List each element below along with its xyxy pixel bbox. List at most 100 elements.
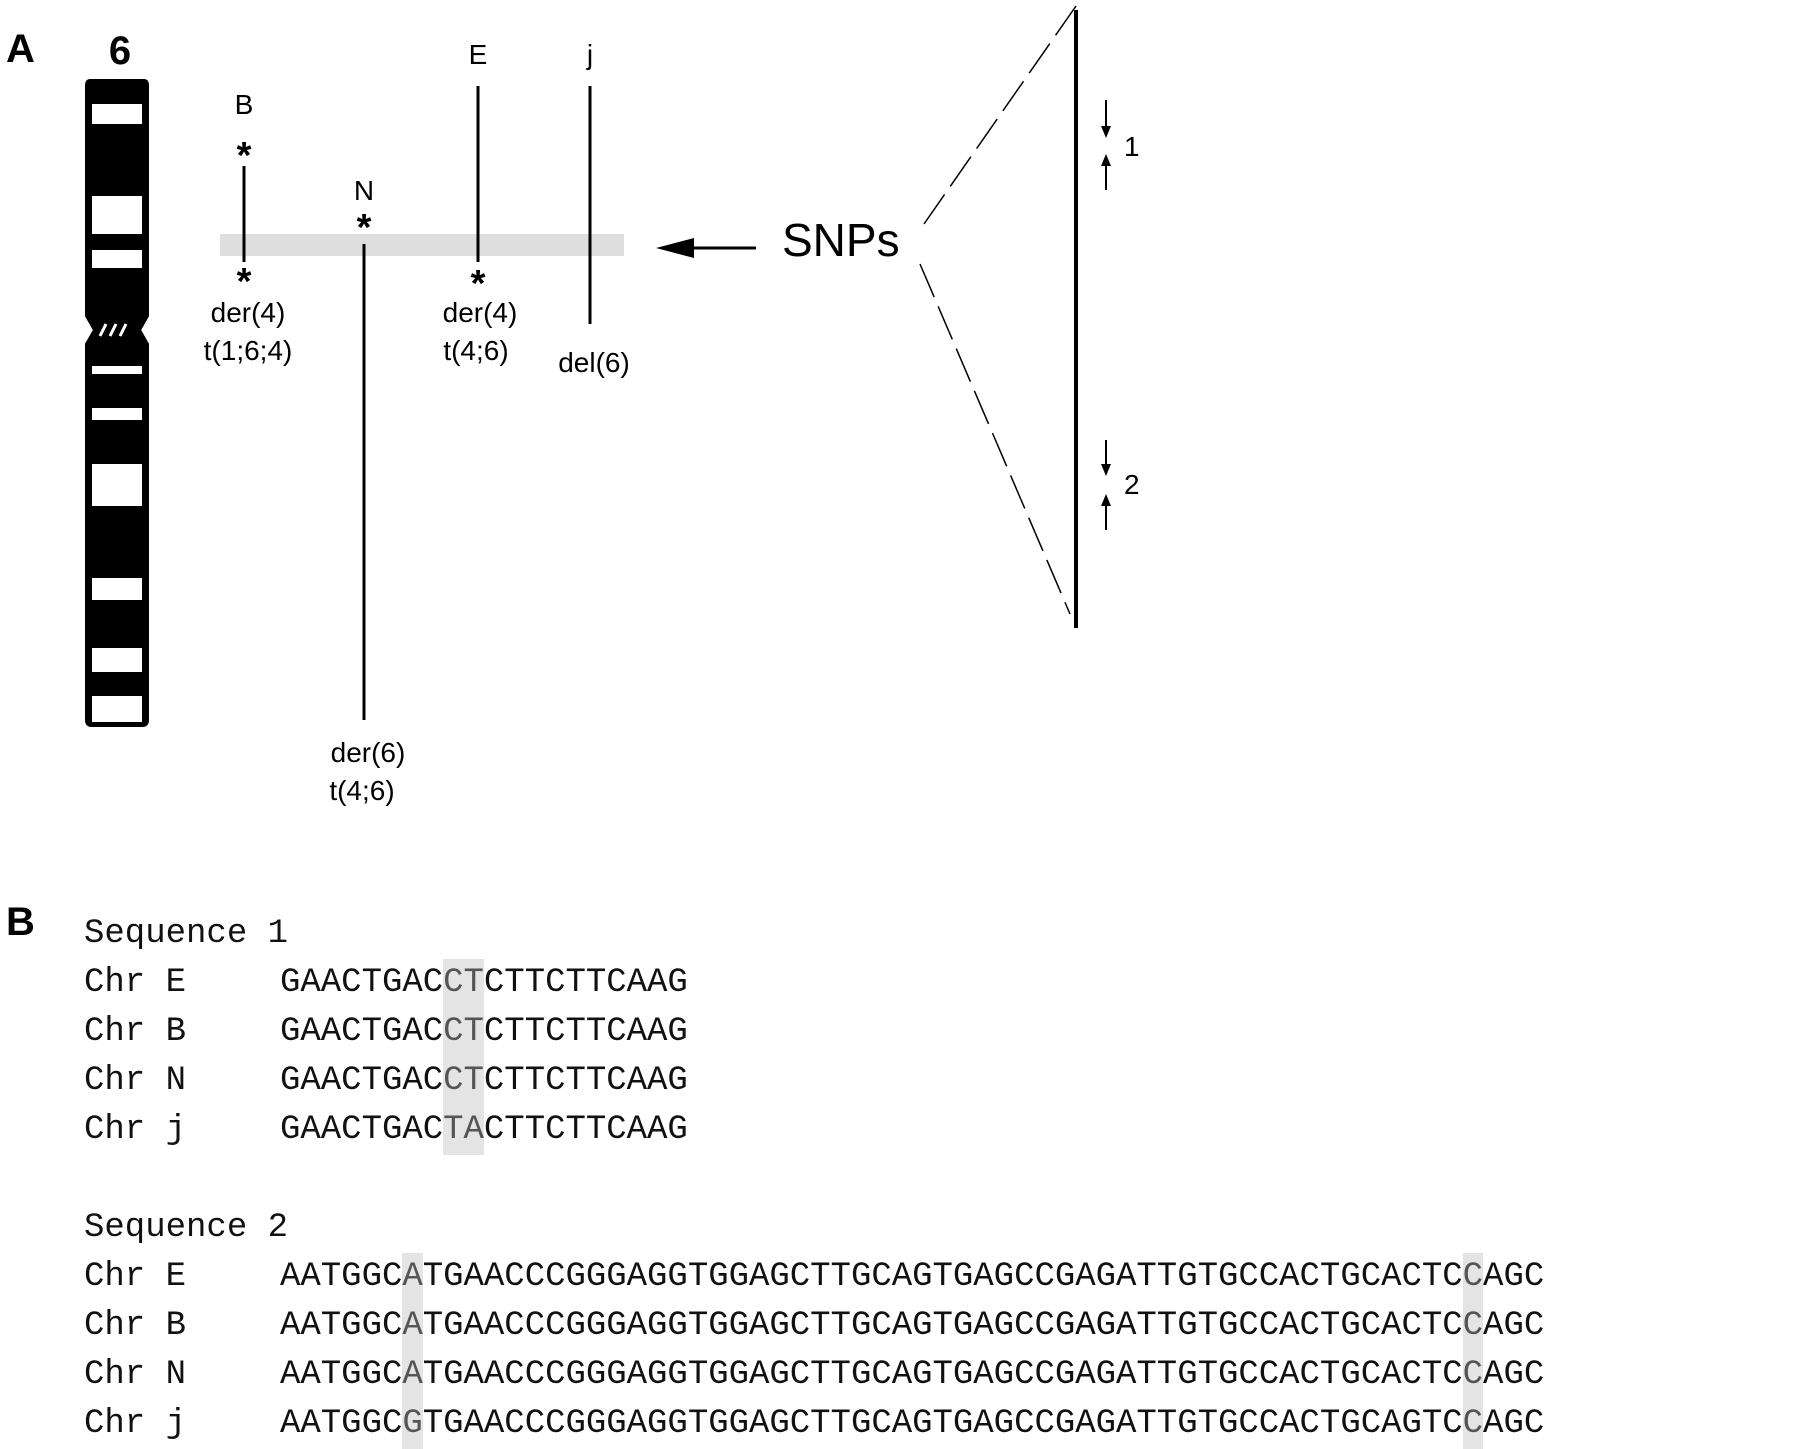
sequence-row-name: Chr B bbox=[84, 1013, 187, 1051]
base: A bbox=[891, 1356, 913, 1394]
base: T bbox=[1156, 1356, 1178, 1394]
base: G bbox=[606, 1405, 627, 1443]
base: C bbox=[524, 1307, 546, 1345]
base: C bbox=[1258, 1356, 1280, 1394]
base: A bbox=[1483, 1356, 1504, 1394]
base: C bbox=[1462, 1302, 1483, 1351]
snps-arrow bbox=[656, 238, 756, 258]
base: C bbox=[789, 1258, 811, 1296]
base: T bbox=[1421, 1405, 1443, 1443]
base: G bbox=[585, 1307, 607, 1345]
base: G bbox=[280, 1111, 301, 1149]
base: G bbox=[952, 1258, 974, 1296]
base: A bbox=[1381, 1405, 1402, 1443]
base: C bbox=[1034, 1356, 1055, 1394]
base: T bbox=[565, 1013, 586, 1051]
base: A bbox=[402, 1111, 423, 1149]
base: G bbox=[850, 1356, 872, 1394]
base: T bbox=[504, 1013, 525, 1051]
base: C bbox=[524, 1258, 546, 1296]
base: C bbox=[483, 964, 505, 1002]
base: G bbox=[381, 1062, 403, 1100]
base: G bbox=[1340, 1405, 1361, 1443]
base: T bbox=[1421, 1307, 1443, 1345]
base: T bbox=[524, 1062, 546, 1100]
base: C bbox=[422, 1013, 444, 1051]
base: T bbox=[463, 1057, 484, 1106]
base: G bbox=[402, 1400, 423, 1449]
base: G bbox=[280, 1013, 301, 1051]
base: C bbox=[1523, 1405, 1545, 1443]
base: G bbox=[1054, 1258, 1076, 1296]
base: C bbox=[1523, 1258, 1545, 1296]
base: T bbox=[504, 1062, 525, 1100]
base: G bbox=[565, 1405, 586, 1443]
sequence-row-name: Chr j bbox=[84, 1405, 187, 1443]
base: G bbox=[1503, 1307, 1524, 1345]
base: C bbox=[871, 1258, 892, 1296]
line-n-star: * bbox=[357, 207, 372, 249]
marker-2: 2 bbox=[1101, 440, 1140, 530]
base: G bbox=[667, 1062, 688, 1100]
base: G bbox=[1095, 1258, 1117, 1296]
base: C bbox=[1014, 1258, 1035, 1296]
base: T bbox=[361, 1062, 382, 1100]
base: A bbox=[280, 1307, 301, 1345]
base: C bbox=[341, 1062, 362, 1100]
base: T bbox=[320, 1356, 342, 1394]
base: C bbox=[545, 964, 566, 1002]
base: C bbox=[1360, 1405, 1382, 1443]
base: G bbox=[769, 1258, 790, 1296]
base: G bbox=[606, 1258, 627, 1296]
base: A bbox=[647, 1013, 668, 1051]
base: A bbox=[463, 1106, 484, 1155]
base: G bbox=[728, 1356, 749, 1394]
base: C bbox=[789, 1356, 811, 1394]
base: T bbox=[524, 1013, 546, 1051]
base: C bbox=[1238, 1356, 1259, 1394]
base: A bbox=[1483, 1405, 1504, 1443]
base: A bbox=[280, 1258, 301, 1296]
base: C bbox=[789, 1307, 811, 1345]
base: T bbox=[810, 1356, 831, 1394]
base: G bbox=[647, 1258, 668, 1296]
base: T bbox=[320, 1405, 342, 1443]
base: G bbox=[361, 1258, 382, 1296]
base: C bbox=[545, 1307, 566, 1345]
base: G bbox=[850, 1258, 872, 1296]
base: G bbox=[912, 1356, 933, 1394]
base: G bbox=[1177, 1356, 1198, 1394]
base: G bbox=[1401, 1405, 1422, 1443]
base: A bbox=[1279, 1258, 1300, 1296]
base: G bbox=[850, 1307, 872, 1345]
base: A bbox=[647, 1111, 668, 1149]
base: T bbox=[320, 1258, 342, 1296]
base: A bbox=[1075, 1356, 1096, 1394]
base: C bbox=[1299, 1405, 1320, 1443]
base: T bbox=[422, 1356, 444, 1394]
base: G bbox=[381, 1111, 403, 1149]
base: T bbox=[524, 964, 546, 1002]
base: A bbox=[626, 1258, 648, 1296]
base: A bbox=[626, 1062, 648, 1100]
base: A bbox=[320, 1013, 342, 1051]
base: T bbox=[565, 964, 586, 1002]
base: A bbox=[402, 1351, 423, 1400]
base: G bbox=[769, 1356, 790, 1394]
base: T bbox=[1136, 1258, 1157, 1296]
base: C bbox=[1462, 1400, 1483, 1449]
base: C bbox=[1401, 1356, 1422, 1394]
base: A bbox=[280, 1356, 301, 1394]
base: G bbox=[381, 964, 403, 1002]
base: T bbox=[422, 1258, 444, 1296]
base: T bbox=[1136, 1307, 1157, 1345]
base: C bbox=[1442, 1405, 1463, 1443]
line-n-desc2: t(4;6) bbox=[329, 775, 394, 806]
sequence-row-name: Chr B bbox=[84, 1307, 187, 1345]
base: A bbox=[1381, 1356, 1402, 1394]
panel-b-letter: B bbox=[6, 900, 35, 944]
base: C bbox=[422, 964, 444, 1002]
base: T bbox=[810, 1405, 831, 1443]
